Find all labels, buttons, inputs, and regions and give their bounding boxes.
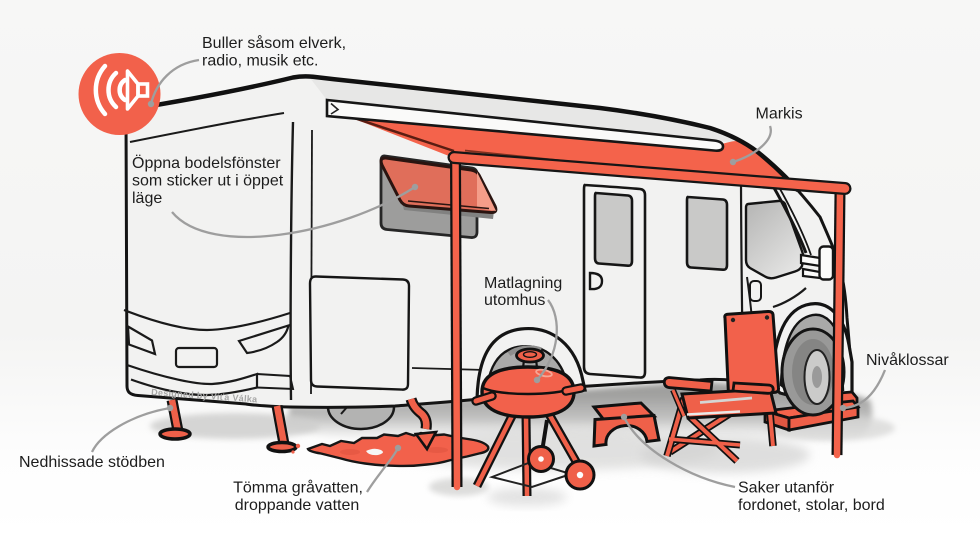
svg-text:Tömma gråvatten,: Tömma gråvatten, — [233, 479, 363, 497]
svg-text:som sticker ut i öppet: som sticker ut i öppet — [132, 173, 284, 190]
svg-text:fordonet, stolar, bord: fordonet, stolar, bord — [738, 497, 885, 514]
svg-text:Markis: Markis — [756, 106, 803, 123]
svg-text:Saker utanför: Saker utanför — [738, 480, 835, 497]
svg-text:droppande vatten: droppande vatten — [235, 497, 360, 514]
svg-text:Nedhissade stödben: Nedhissade stödben — [19, 454, 165, 471]
svg-text:Nivåklossar: Nivåklossar — [866, 351, 949, 369]
svg-text:Öppna bodelsfönster: Öppna bodelsfönster — [132, 154, 281, 172]
svg-text:Matlagning: Matlagning — [484, 275, 562, 292]
svg-text:läge: läge — [132, 190, 162, 207]
svg-text:utomhus: utomhus — [484, 292, 545, 309]
svg-text:Buller såsom elverk,: Buller såsom elverk, — [202, 34, 346, 52]
svg-text:radio, musik etc.: radio, musik etc. — [202, 53, 318, 70]
